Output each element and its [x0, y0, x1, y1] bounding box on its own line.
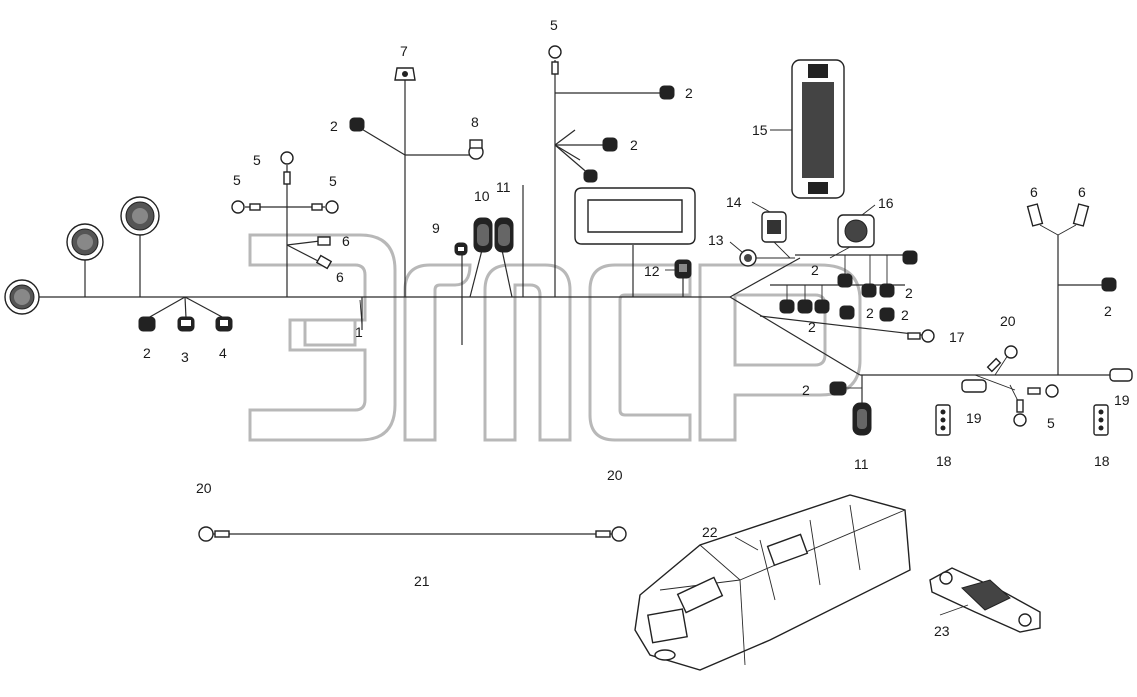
callout-2: 2 — [630, 137, 638, 153]
plug-cluster-right — [779, 250, 918, 322]
callout-21: 21 — [414, 573, 430, 589]
fuse-box-22 — [634, 467, 911, 671]
ecu-connector-15 — [791, 59, 845, 199]
grommet-plate — [574, 187, 696, 297]
ring-terminal-17 — [907, 329, 935, 343]
ring-terminal-group-left — [231, 151, 339, 297]
sensor-13-14 — [739, 211, 795, 267]
callout-4: 4 — [219, 345, 227, 361]
callout-17: 17 — [949, 329, 965, 345]
callout-1: 1 — [355, 324, 363, 340]
callout-22: 22 — [702, 524, 718, 540]
callout-2: 2 — [905, 285, 913, 301]
callout-12: 12 — [644, 263, 660, 279]
callout-5: 5 — [1047, 415, 1055, 431]
callout-11: 11 — [854, 456, 869, 472]
callout-20: 20 — [1000, 313, 1016, 329]
callout-18: 18 — [936, 453, 952, 469]
callout-5: 5 — [233, 172, 241, 188]
plug-group-2-3-4 — [138, 296, 233, 332]
callout-2: 2 — [901, 307, 909, 323]
callout-6: 6 — [1030, 184, 1038, 200]
callout-19: 19 — [1114, 392, 1130, 408]
watermark-logo — [248, 233, 862, 442]
callout-13: 13 — [708, 232, 724, 248]
callout-2: 2 — [802, 382, 810, 398]
branch-5-top — [548, 45, 675, 297]
fuse-23 — [929, 567, 1041, 633]
callout-10: 10 — [474, 188, 490, 204]
callout-2: 2 — [330, 118, 338, 134]
callout-19: 19 — [966, 410, 982, 426]
round-connector-left — [4, 279, 40, 315]
round-connector-top — [120, 196, 160, 297]
callout-15: 15 — [752, 122, 768, 138]
callout-14: 14 — [726, 194, 742, 210]
callout-20: 20 — [196, 480, 212, 496]
callout-2: 2 — [685, 85, 693, 101]
round-connector-mid — [66, 223, 104, 297]
callout-23: 23 — [934, 623, 950, 639]
right-end-components — [935, 345, 1133, 436]
battery-cable-21 — [198, 526, 627, 542]
branch-7-8 — [349, 67, 484, 297]
callout-9: 9 — [432, 220, 440, 236]
connector-12 — [674, 259, 692, 297]
callout-5: 5 — [550, 17, 558, 33]
connector-16 — [829, 214, 875, 259]
callout-8: 8 — [471, 114, 479, 130]
callout-2: 2 — [1104, 303, 1112, 319]
connector-9-10-11 — [454, 185, 524, 345]
callout-6: 6 — [336, 269, 344, 285]
callout-11: 11 — [496, 179, 511, 195]
callout-6: 6 — [342, 233, 350, 249]
branch-6-6-2 — [1026, 203, 1117, 375]
callout-2: 2 — [808, 319, 816, 335]
callout-6: 6 — [1078, 184, 1086, 200]
callout-18: 18 — [1094, 453, 1110, 469]
callout-2: 2 — [811, 262, 819, 278]
main-harness-trunk — [35, 254, 1120, 376]
callout-2: 2 — [866, 305, 874, 321]
callout-20: 20 — [607, 467, 623, 483]
callout-7: 7 — [400, 43, 408, 59]
connectors-lower-2-11 — [829, 375, 872, 436]
callout-leaders — [359, 129, 969, 616]
callout-5: 5 — [329, 173, 337, 189]
callout-5: 5 — [253, 152, 261, 168]
callout-3: 3 — [181, 349, 189, 365]
callout-labels: 1 2 3 4 5 5 5 6 6 7 2 8 5 2 2 9 10 11 12… — [143, 17, 1130, 639]
callout-16: 16 — [878, 195, 894, 211]
callout-2: 2 — [143, 345, 151, 361]
